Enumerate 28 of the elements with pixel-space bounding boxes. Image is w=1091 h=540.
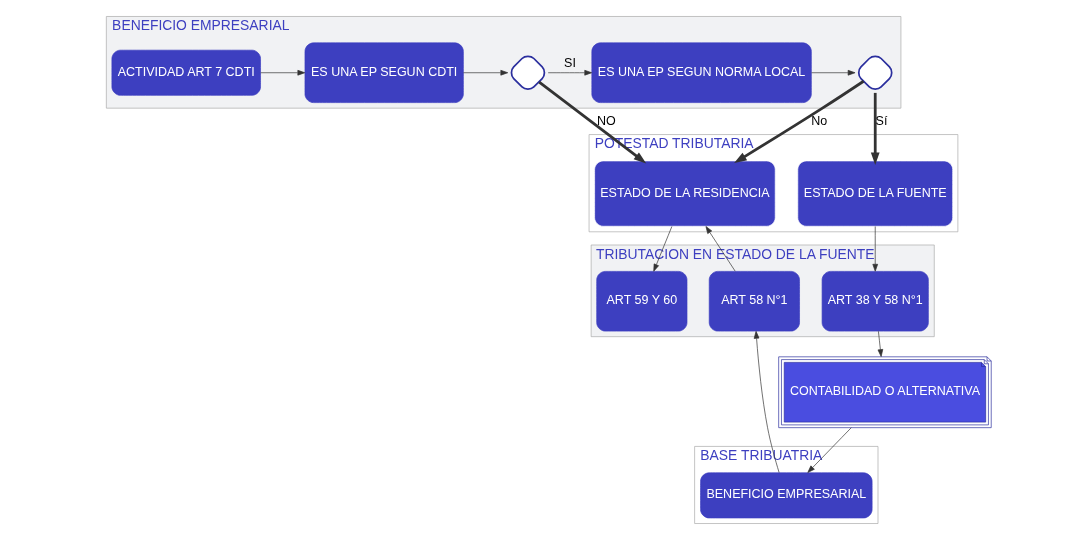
node-box: ESTADO DE LA FUENTE	[796, 160, 953, 227]
node-box: ART 59 Y 60	[595, 271, 687, 332]
arrow	[810, 69, 855, 76]
edge-label: No	[810, 114, 827, 129]
arrow	[733, 80, 864, 164]
node-diamond	[857, 55, 893, 91]
node-box: ACTIVIDAD ART 7 CDTI	[111, 49, 261, 96]
node-box: ART 58 N°1	[708, 271, 800, 332]
node-box: BENEFICIO EMPRESARIAL	[699, 472, 872, 519]
edge-label: SI	[563, 55, 576, 70]
node-box: ES UNA EP SEGUN NORMA LOCAL	[591, 42, 812, 103]
arrow	[877, 330, 883, 357]
arrow	[547, 69, 592, 76]
node-box: ESTADO DE LA RESIDENCIA	[593, 160, 776, 227]
arrow	[259, 69, 305, 76]
node-box: ES UNA EP SEGUN CDTI	[304, 42, 464, 103]
node-box: ART 38 Y 58 N°1	[821, 271, 929, 332]
arrow	[753, 331, 779, 473]
arrow	[705, 226, 736, 272]
arrow	[870, 92, 880, 166]
arrow	[537, 80, 646, 164]
arrow	[462, 69, 508, 76]
arrow	[806, 427, 852, 473]
edge-label: Sí	[875, 114, 887, 129]
arrow	[652, 226, 672, 272]
edge-label: NO	[596, 114, 616, 129]
node-diamond	[510, 55, 545, 91]
arrow	[871, 226, 878, 272]
